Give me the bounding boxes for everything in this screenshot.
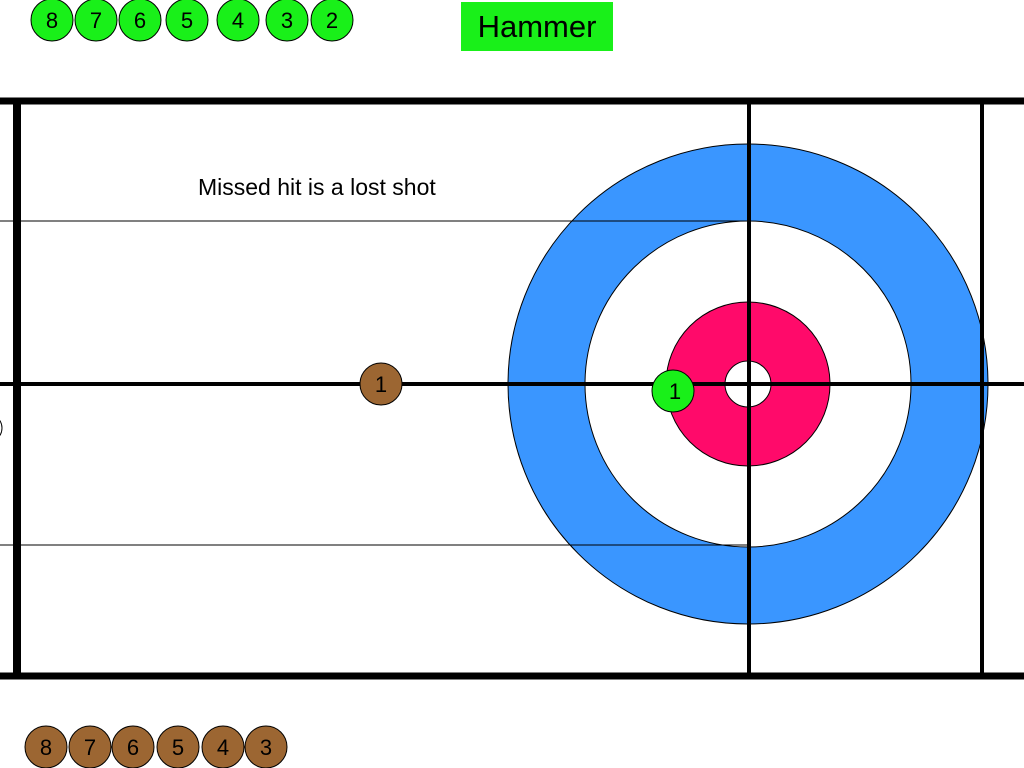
green-queued-stone[interactable]: 4 <box>216 0 260 42</box>
stone-body <box>201 725 245 768</box>
brown-stone-number: 1 <box>375 372 387 397</box>
stone-number: 7 <box>84 735 96 760</box>
stone-body <box>118 0 162 42</box>
green-queued-stone[interactable]: 2 <box>310 0 354 42</box>
green-stone-number: 1 <box>669 379 681 404</box>
brown-stone-body <box>359 362 403 406</box>
stone-body <box>265 0 309 42</box>
shot-status-message: Missed hit is a lost shot <box>198 174 436 200</box>
stone-body <box>244 725 288 768</box>
stone-number: 3 <box>260 735 272 760</box>
stone-body <box>68 725 112 768</box>
stone-number: 3 <box>281 8 293 33</box>
green-queued-stone[interactable]: 5 <box>165 0 209 42</box>
stone-number: 6 <box>127 735 139 760</box>
green-queued-stone[interactable]: 7 <box>74 0 118 42</box>
brown-queued-stone[interactable]: 3 <box>244 725 288 768</box>
stone-body <box>30 0 74 42</box>
brown-queued-stones: 8 7 6 5 4 3 <box>24 725 288 768</box>
brown-queued-stone[interactable]: 6 <box>111 725 155 768</box>
stone-body <box>74 0 118 42</box>
brown-queued-stone[interactable]: 4 <box>201 725 245 768</box>
brown-stone-in-play[interactable]: 1 <box>359 362 403 406</box>
stone-body <box>156 725 200 768</box>
stone-number: 8 <box>46 8 58 33</box>
green-stone-body <box>651 369 695 413</box>
stone-body <box>310 0 354 42</box>
green-queued-stone[interactable]: 6 <box>118 0 162 42</box>
green-queued-stones: 8 7 6 5 4 3 2 <box>30 0 354 42</box>
stone-body <box>111 725 155 768</box>
stone-number: 4 <box>217 735 229 760</box>
stone-number: 8 <box>40 735 52 760</box>
brown-queued-stone[interactable]: 7 <box>68 725 112 768</box>
stone-number: 6 <box>134 8 146 33</box>
green-stone-in-play[interactable]: 1 <box>651 369 695 413</box>
offscreen-stone-edge <box>0 419 3 437</box>
brown-queued-stone[interactable]: 5 <box>156 725 200 768</box>
brown-queued-stone[interactable]: 8 <box>24 725 68 768</box>
stone-number: 4 <box>232 8 244 33</box>
stone-body <box>165 0 209 42</box>
stone-body <box>216 0 260 42</box>
stone-body <box>24 725 68 768</box>
hammer-indicator: Hammer <box>461 2 613 51</box>
stone-number: 7 <box>90 8 102 33</box>
stone-number: 5 <box>181 8 193 33</box>
green-queued-stone[interactable]: 3 <box>265 0 309 42</box>
stone-number: 2 <box>326 8 338 33</box>
stone-number: 5 <box>172 735 184 760</box>
green-queued-stone[interactable]: 8 <box>30 0 74 42</box>
